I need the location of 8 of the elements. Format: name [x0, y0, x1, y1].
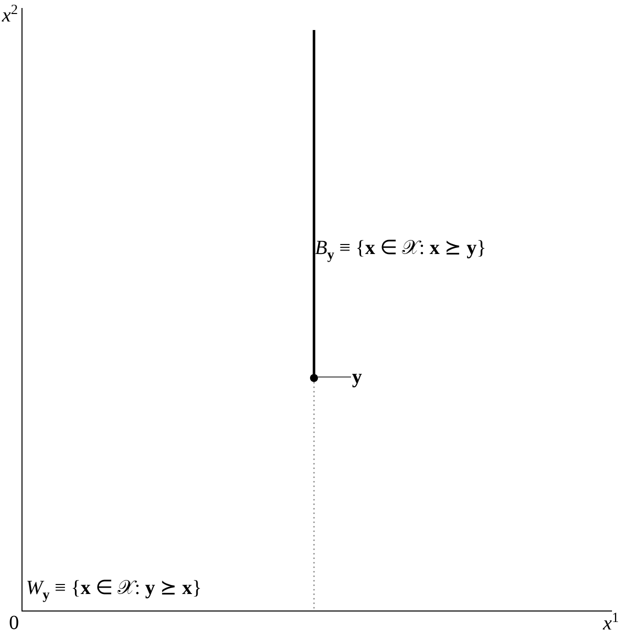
- set-label: W$_{y}$ ≡ {x ∈ 𝒳: y ⪰ x}: [26, 578, 202, 603]
- leader-line: [318, 376, 352, 378]
- point-label: y: [352, 367, 362, 387]
- circle-point: [310, 374, 318, 382]
- axis-label: x$^{2}$: [2, 4, 18, 26]
- set-label: B$_{y}$ ≡ {x ∈ 𝒳: x ⪰ y}: [315, 238, 486, 263]
- origin-label: 0: [9, 613, 19, 633]
- axis-label: x$^{1}$: [603, 612, 619, 634]
